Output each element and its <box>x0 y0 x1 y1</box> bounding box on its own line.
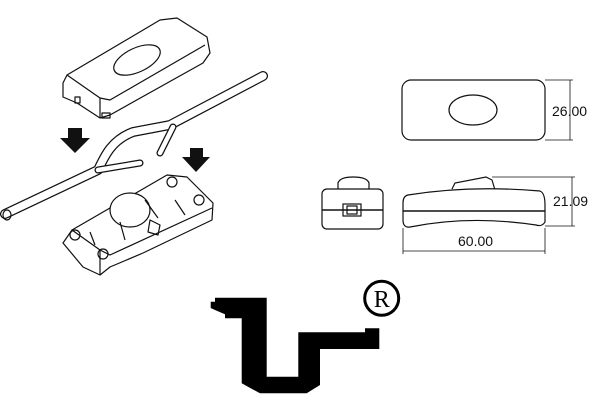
arrow-down-icon <box>182 148 210 172</box>
switch-cover <box>62 17 211 119</box>
side-view <box>402 176 575 254</box>
end-view <box>321 176 384 230</box>
brand-logo: R <box>210 279 401 394</box>
switch-base <box>62 174 214 276</box>
arrow-down-icon <box>60 128 90 153</box>
dimension-height-side: 21.09 <box>553 193 588 209</box>
dimension-length: 60.00 <box>458 233 493 249</box>
dimension-height-top: 26.00 <box>552 103 587 119</box>
registered-mark: R <box>374 287 390 313</box>
registered-mark-icon <box>363 279 401 317</box>
assembly-illustration <box>0 17 268 276</box>
top-view <box>401 79 573 141</box>
cable <box>0 71 268 221</box>
